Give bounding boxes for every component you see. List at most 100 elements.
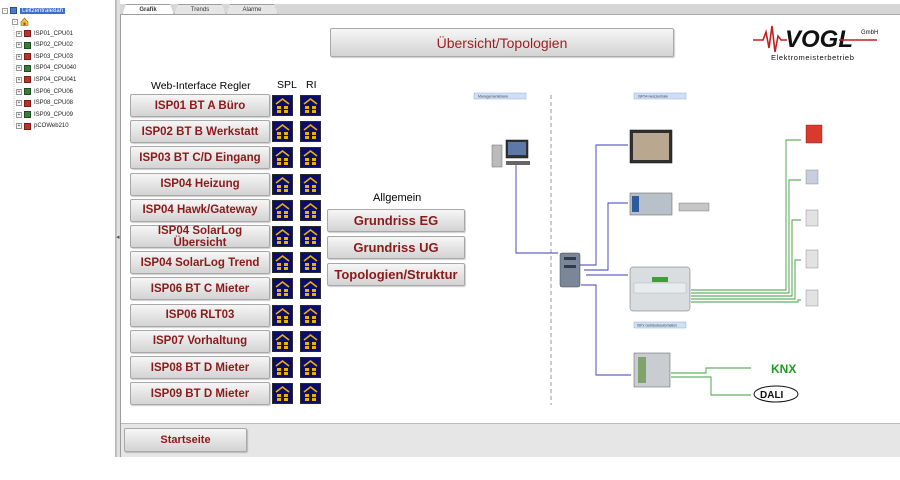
svg-text:GmbH: GmbH bbox=[861, 30, 878, 36]
topology-diagram: Managementebene ISP04 Heizzentrale ISPx … bbox=[466, 85, 866, 410]
collapse-icon[interactable]: - bbox=[2, 7, 8, 14]
ri-icon[interactable] bbox=[300, 95, 321, 116]
regler-button[interactable]: ISP06 RLT03 bbox=[130, 303, 270, 327]
grundriss-eg-button[interactable]: Grundriss EG bbox=[327, 209, 465, 232]
spl-icon[interactable] bbox=[272, 226, 293, 247]
ri-icon[interactable] bbox=[300, 383, 321, 405]
regler-button[interactable]: ISP04 SolarLog Trend bbox=[130, 251, 270, 275]
tree-item[interactable]: + ISP04_CPU040 bbox=[16, 63, 76, 74]
regler-button[interactable]: ISP03 BT C/D Eingang bbox=[130, 146, 270, 170]
controller-node-icon bbox=[24, 111, 31, 119]
tree-root[interactable]: - Leitzentrale8ah bbox=[2, 5, 66, 16]
navigation-tree: - Leitzentrale8ah - +ISP01_CPU01+ISP02_C… bbox=[0, 0, 116, 457]
regler-button[interactable]: ISP07 Vorhaltung bbox=[130, 329, 270, 353]
expand-icon[interactable]: + bbox=[16, 53, 22, 60]
ri-icon[interactable] bbox=[300, 252, 321, 274]
spl-icon[interactable] bbox=[272, 304, 293, 326]
gateway-icon bbox=[629, 266, 691, 312]
spl-icon[interactable] bbox=[272, 330, 293, 352]
dali-logo: DALI bbox=[760, 390, 784, 401]
tree-item[interactable]: +ISP08_CPU08 bbox=[16, 98, 73, 109]
tree-item-label: ISP06_CPU06 bbox=[34, 88, 74, 95]
regler-button[interactable]: ISP04 Hawk/Gateway bbox=[130, 198, 270, 222]
tab-alarme[interactable]: Alarme bbox=[226, 4, 278, 15]
regler-button[interactable]: ISP09 BT D Mieter bbox=[130, 382, 270, 406]
svg-text:Elektromeisterbetrieb: Elektromeisterbetrieb bbox=[771, 53, 854, 62]
expand-icon[interactable]: + bbox=[16, 42, 22, 49]
spl-icon[interactable] bbox=[272, 95, 293, 116]
ri-icon[interactable] bbox=[300, 199, 321, 221]
controller-node-icon bbox=[24, 122, 31, 130]
expand-icon[interactable]: + bbox=[16, 88, 22, 95]
ri-icon[interactable] bbox=[300, 357, 321, 378]
vogl-logo: VOGL GmbH Elektromeisterbetrieb bbox=[751, 18, 900, 66]
tree-item[interactable]: + ISP09_CPU09 bbox=[16, 109, 73, 120]
col-ri-header: RI bbox=[306, 79, 317, 91]
tree-item[interactable]: +ISP02_CPU02 bbox=[16, 40, 73, 51]
tab-grafik[interactable]: Grafik bbox=[122, 4, 174, 15]
vogl-logo-graphic: VOGL GmbH Elektromeisterbetrieb bbox=[753, 25, 878, 62]
ri-icon[interactable] bbox=[300, 226, 321, 247]
expand-icon[interactable]: + bbox=[16, 30, 22, 37]
automation-station-icon bbox=[633, 352, 671, 388]
tree-item[interactable]: + ISP03_CPU03 bbox=[16, 51, 73, 62]
tree-item[interactable]: +ISP01_CPU01 bbox=[16, 28, 73, 39]
regler-button[interactable]: ISP02 BT B Werkstatt bbox=[130, 120, 270, 144]
spl-icon[interactable] bbox=[272, 173, 293, 195]
expand-icon[interactable]: + bbox=[16, 111, 22, 118]
spl-icon[interactable] bbox=[272, 147, 293, 169]
spl-icon[interactable] bbox=[272, 121, 293, 143]
regler-button[interactable]: ISP01 BT A Büro bbox=[130, 94, 270, 117]
diagram-header-management: Managementebene bbox=[478, 95, 508, 99]
tree-item[interactable]: +pCOWeb210 bbox=[16, 121, 69, 132]
ri-icon[interactable] bbox=[300, 173, 321, 195]
regler-button[interactable]: ISP06 BT C Mieter bbox=[130, 277, 270, 301]
tree-item-label: ISP03_CPU03 bbox=[34, 53, 74, 60]
collapse-arrow-icon[interactable]: ◂ bbox=[116, 234, 120, 241]
expand-icon[interactable]: + bbox=[16, 76, 22, 83]
switch-icon bbox=[559, 252, 581, 288]
tree-home[interactable]: - bbox=[12, 16, 29, 27]
regler-button[interactable]: ISP04 Heizung bbox=[130, 172, 270, 196]
tree-item-label: ISP09_CPU09 bbox=[34, 111, 74, 118]
ri-icon[interactable] bbox=[300, 330, 321, 352]
controller-node-icon bbox=[24, 76, 31, 84]
home-icon bbox=[20, 17, 29, 26]
topologien-button[interactable]: Topologien/Struktur bbox=[327, 263, 465, 286]
controller-node-icon bbox=[24, 30, 31, 37]
main-view: Übersicht/Topologien VOGL GmbH Elektrome… bbox=[120, 15, 900, 457]
tab-trends[interactable]: Trends bbox=[174, 4, 226, 15]
ri-icon[interactable] bbox=[300, 121, 321, 143]
controller-node-icon bbox=[24, 99, 31, 107]
collapse-icon[interactable]: - bbox=[12, 18, 18, 25]
spl-icon[interactable] bbox=[272, 199, 293, 221]
controller-icon bbox=[629, 192, 710, 216]
controller-node-icon bbox=[24, 64, 31, 72]
spl-icon[interactable] bbox=[272, 278, 293, 300]
allgemein-heading: Allgemein bbox=[373, 192, 422, 204]
tree-item[interactable]: + ISP06_CPU06 bbox=[16, 86, 73, 97]
ri-icon[interactable] bbox=[300, 304, 321, 326]
grundriss-ug-button[interactable]: Grundriss UG bbox=[327, 236, 465, 259]
ri-icon[interactable] bbox=[300, 147, 321, 169]
pc-icon bbox=[491, 139, 530, 168]
col-spl-header: SPL bbox=[277, 79, 297, 91]
panel-splitter[interactable] bbox=[116, 0, 120, 457]
startseite-button[interactable]: Startseite bbox=[124, 428, 247, 452]
tree-item-label: ISP04_CPU040 bbox=[34, 65, 77, 72]
expand-icon[interactable]: + bbox=[16, 65, 22, 72]
expand-icon[interactable]: + bbox=[16, 100, 22, 107]
expand-icon[interactable]: + bbox=[16, 123, 22, 130]
spl-icon[interactable] bbox=[272, 383, 293, 405]
regler-button[interactable]: ISP04 SolarLog Übersicht bbox=[130, 225, 270, 249]
tree-item[interactable]: +ISP04_CPU041 bbox=[16, 74, 76, 85]
spl-icon[interactable] bbox=[272, 357, 293, 378]
controller-node-icon bbox=[24, 41, 31, 49]
ri-icon[interactable] bbox=[300, 278, 321, 300]
diagram-header-heizzentrale: ISP04 Heizzentrale bbox=[638, 95, 668, 99]
touch-panel-icon bbox=[629, 129, 673, 164]
tab-bar: Grafik Trends Alarme bbox=[120, 4, 900, 15]
regler-button[interactable]: ISP08 BT D Mieter bbox=[130, 356, 270, 379]
spl-icon[interactable] bbox=[272, 252, 293, 274]
